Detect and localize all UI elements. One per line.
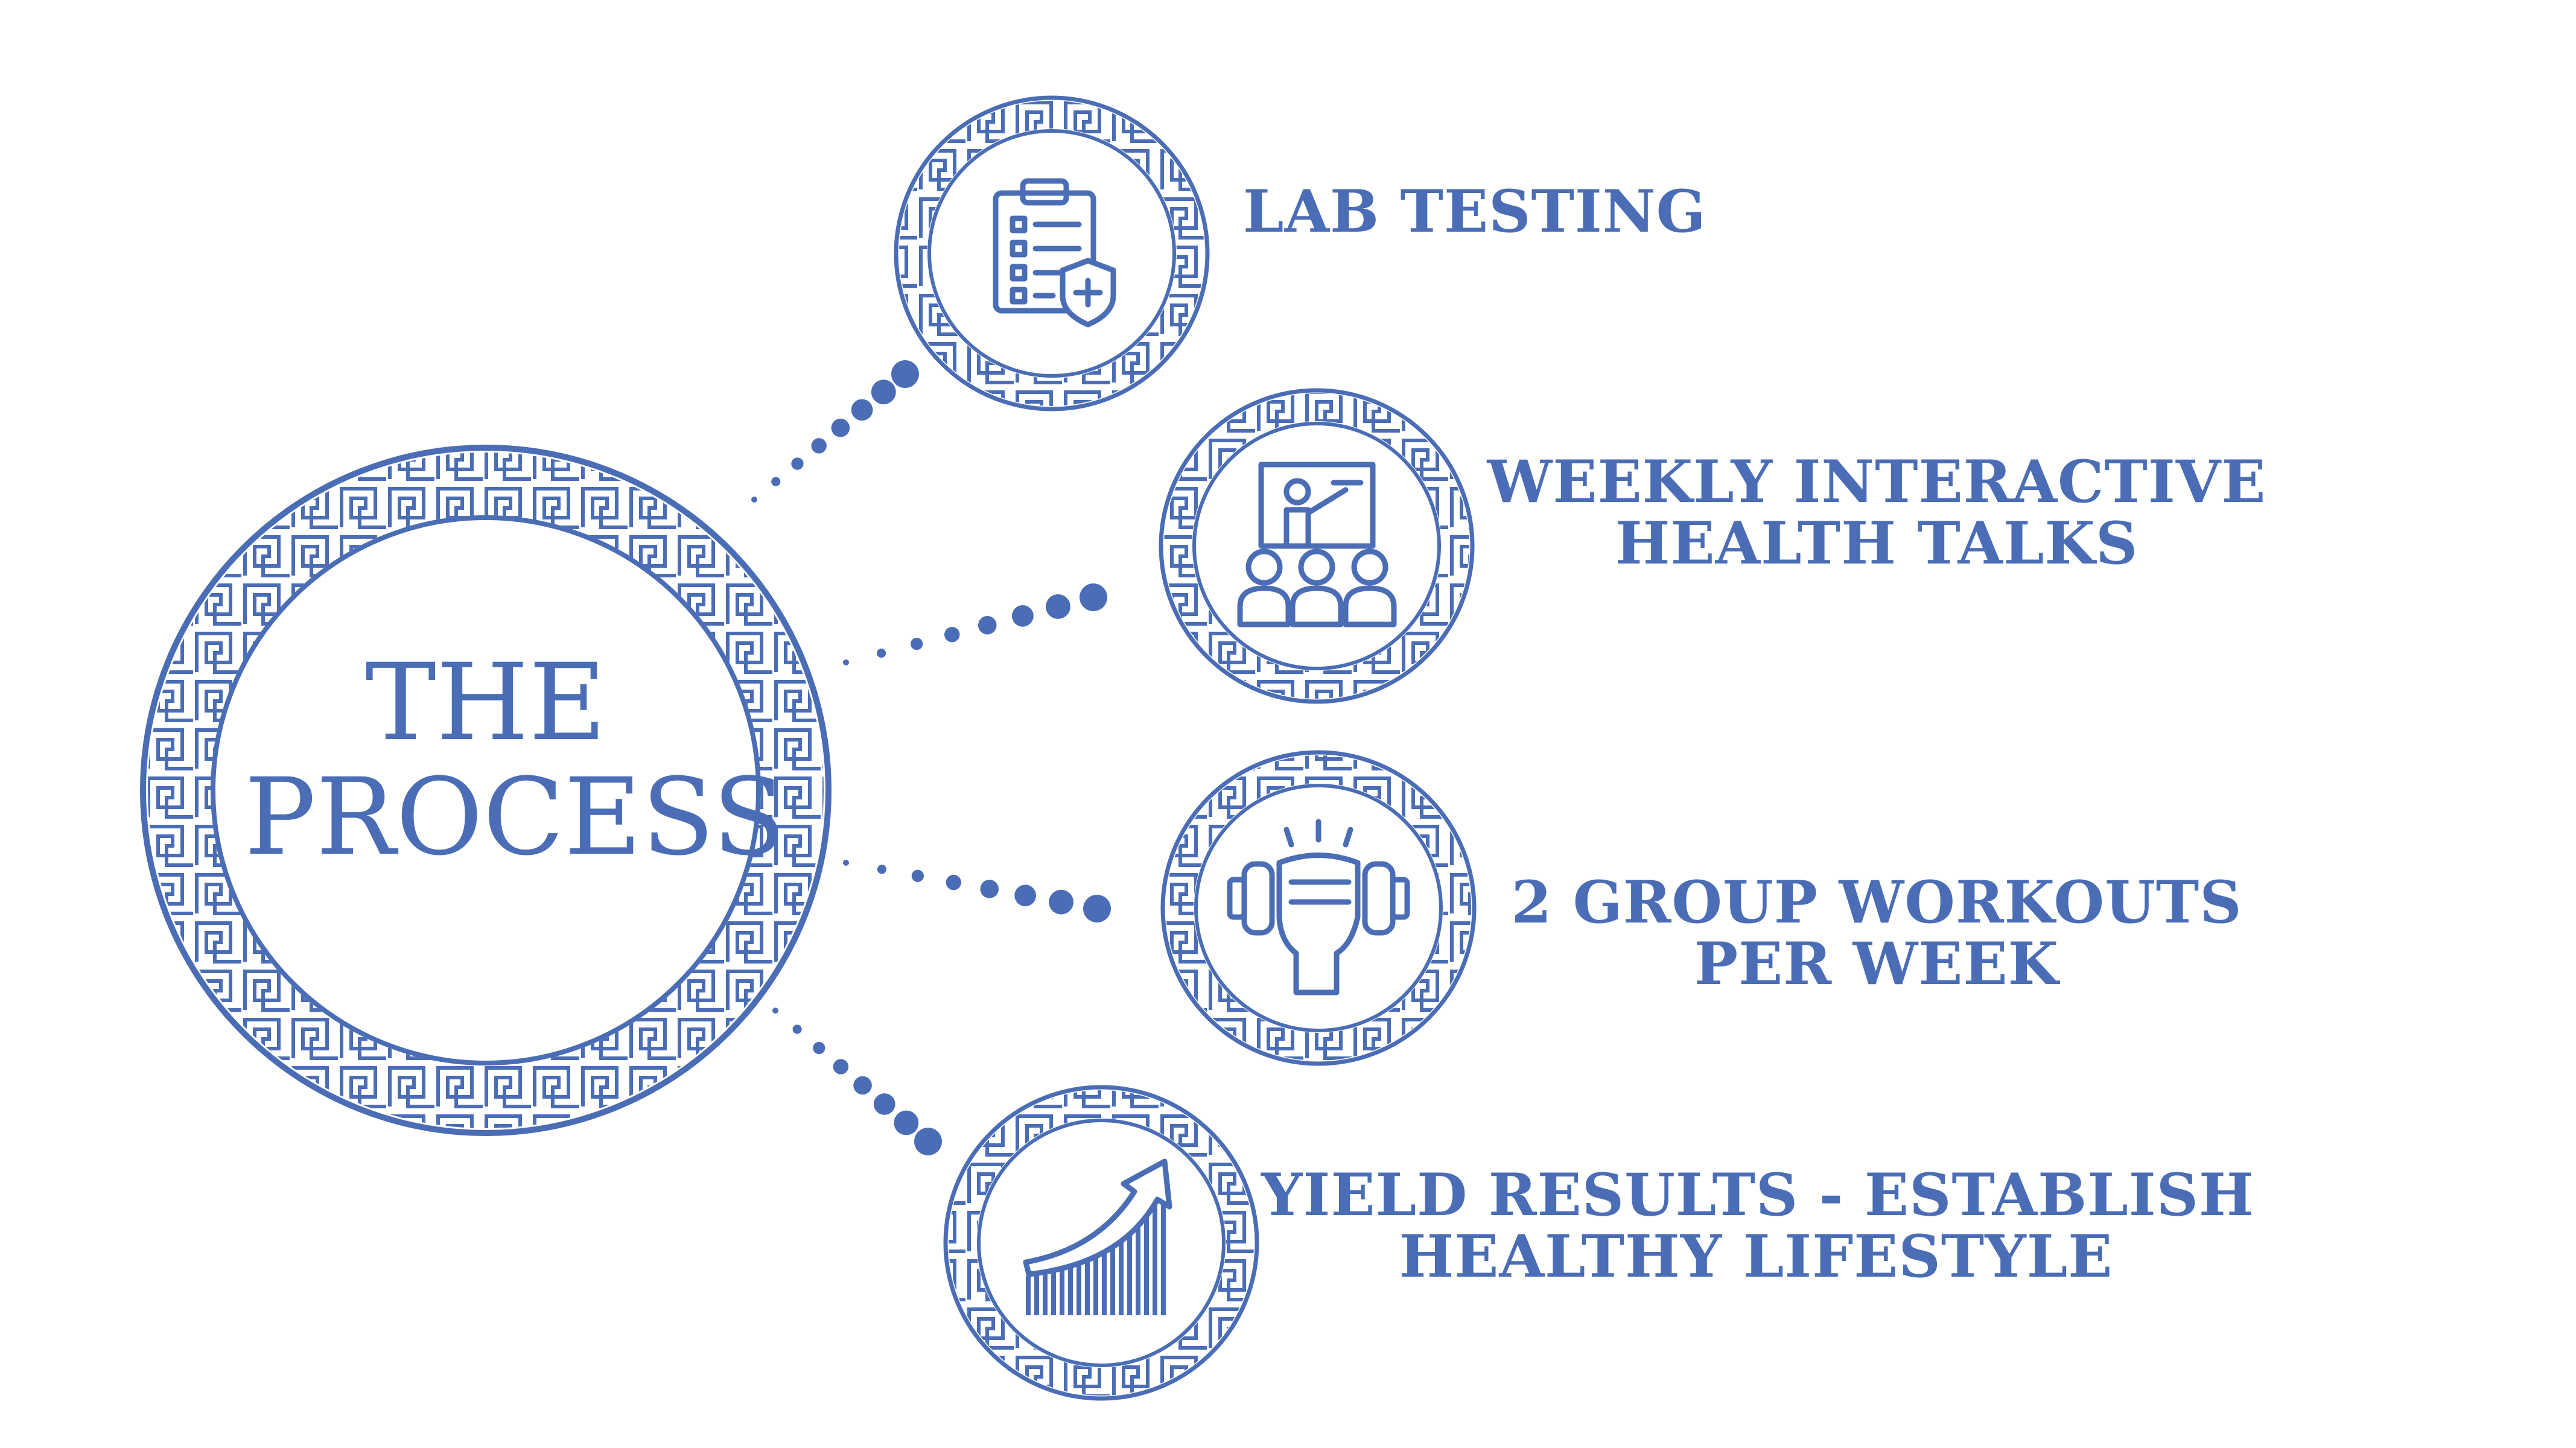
step-circle-3: [1160, 750, 1477, 1066]
connector-dot: [833, 1059, 849, 1075]
center-title: THE PROCESS: [244, 641, 786, 880]
growth-bar: [1060, 1262, 1064, 1315]
connector-dot: [911, 869, 924, 882]
center-title-line2: PROCESS: [244, 755, 786, 880]
step-circle-4: [943, 1085, 1259, 1401]
growth-bar: [1127, 1222, 1132, 1315]
step-label-4: YIELD RESULTS - ESTABLISH HEALTHY LIFEST…: [1261, 1161, 2254, 1291]
growth-bar: [1102, 1243, 1107, 1315]
connector-dot: [877, 649, 886, 658]
connector-dot: [1046, 594, 1070, 619]
step-label-4-line2: HEALTHY LIFESTYLE: [1399, 1222, 2113, 1291]
connector-dot: [944, 627, 960, 643]
step-label-4-line1: YIELD RESULTS - ESTABLISH: [1261, 1161, 2254, 1229]
growth-bar: [1093, 1247, 1098, 1315]
step-label-3-line2: PER WEEK: [1694, 929, 2059, 998]
growth-bar: [1034, 1272, 1039, 1315]
growth-bar: [1026, 1276, 1031, 1315]
connector-dot: [1012, 605, 1034, 627]
step-circle-1: [894, 95, 1210, 411]
step-label-1-line1: LAB TESTING: [1243, 177, 1706, 246]
connector-dot: [980, 880, 999, 898]
center-circle: [140, 445, 832, 1136]
dumbbell-fist-icon: [1227, 819, 1410, 996]
growth-bar: [1153, 1195, 1157, 1315]
growth-bar: [1077, 1254, 1081, 1315]
connector-dot: [891, 360, 919, 388]
growth-chart-icon: [1023, 1158, 1172, 1315]
connector-dot: [1083, 895, 1111, 922]
growth-bar: [1068, 1258, 1073, 1315]
step-label-2: WEEKLY INTERACTIVE HEALTH TALKS: [1460, 451, 2293, 574]
connector-dot: [772, 1008, 778, 1014]
connector-dot: [873, 1093, 895, 1115]
growth-bar: [1119, 1231, 1124, 1315]
connector-dot: [813, 1041, 825, 1055]
connector-dot: [911, 638, 923, 650]
dot-connectors: [751, 360, 1111, 1155]
connector-dot: [871, 379, 896, 405]
connector-dot: [978, 616, 997, 635]
step-label-2-line1: WEEKLY INTERACTIVE: [1487, 448, 2266, 516]
connector-dot: [853, 1076, 872, 1095]
step-label-3: 2 GROUP WORKOUTS PER WEEK: [1503, 872, 2251, 995]
presentation-icon: [1237, 462, 1397, 627]
connector-dot: [914, 1128, 942, 1155]
connector-dot: [877, 865, 886, 874]
step-label-3-line1: 2 GROUP WORKOUTS: [1511, 868, 2242, 936]
step-label-1: LAB TESTING: [1243, 181, 1762, 243]
connector-dot: [791, 457, 804, 470]
growth-bar: [1144, 1204, 1149, 1315]
connector-dot: [1080, 583, 1107, 611]
growth-bar: [1161, 1186, 1166, 1315]
connector-dot: [1049, 889, 1073, 915]
connector-dot: [843, 659, 849, 665]
growth-bar: [1051, 1265, 1056, 1315]
connector-dot: [1014, 884, 1036, 907]
connector-dot: [843, 860, 849, 866]
connector-dot: [831, 418, 850, 437]
connector-dot: [894, 1110, 919, 1135]
connector-dot: [751, 497, 757, 503]
growth-bar: [1085, 1251, 1090, 1315]
growth-bar: [1110, 1240, 1115, 1315]
growth-bar: [1136, 1213, 1140, 1315]
growth-bar: [1043, 1269, 1048, 1315]
step-circle-2: [1159, 388, 1475, 704]
connector-dot: [946, 874, 962, 891]
connector-dot: [792, 1024, 802, 1034]
step-label-2-line2: HEALTH TALKS: [1615, 509, 2139, 577]
connector-dot: [851, 399, 873, 421]
center-title-line1: THE: [365, 641, 606, 764]
connector-dot: [771, 477, 781, 486]
clipboard-icon: [993, 178, 1116, 328]
connector-dot: [811, 438, 827, 454]
